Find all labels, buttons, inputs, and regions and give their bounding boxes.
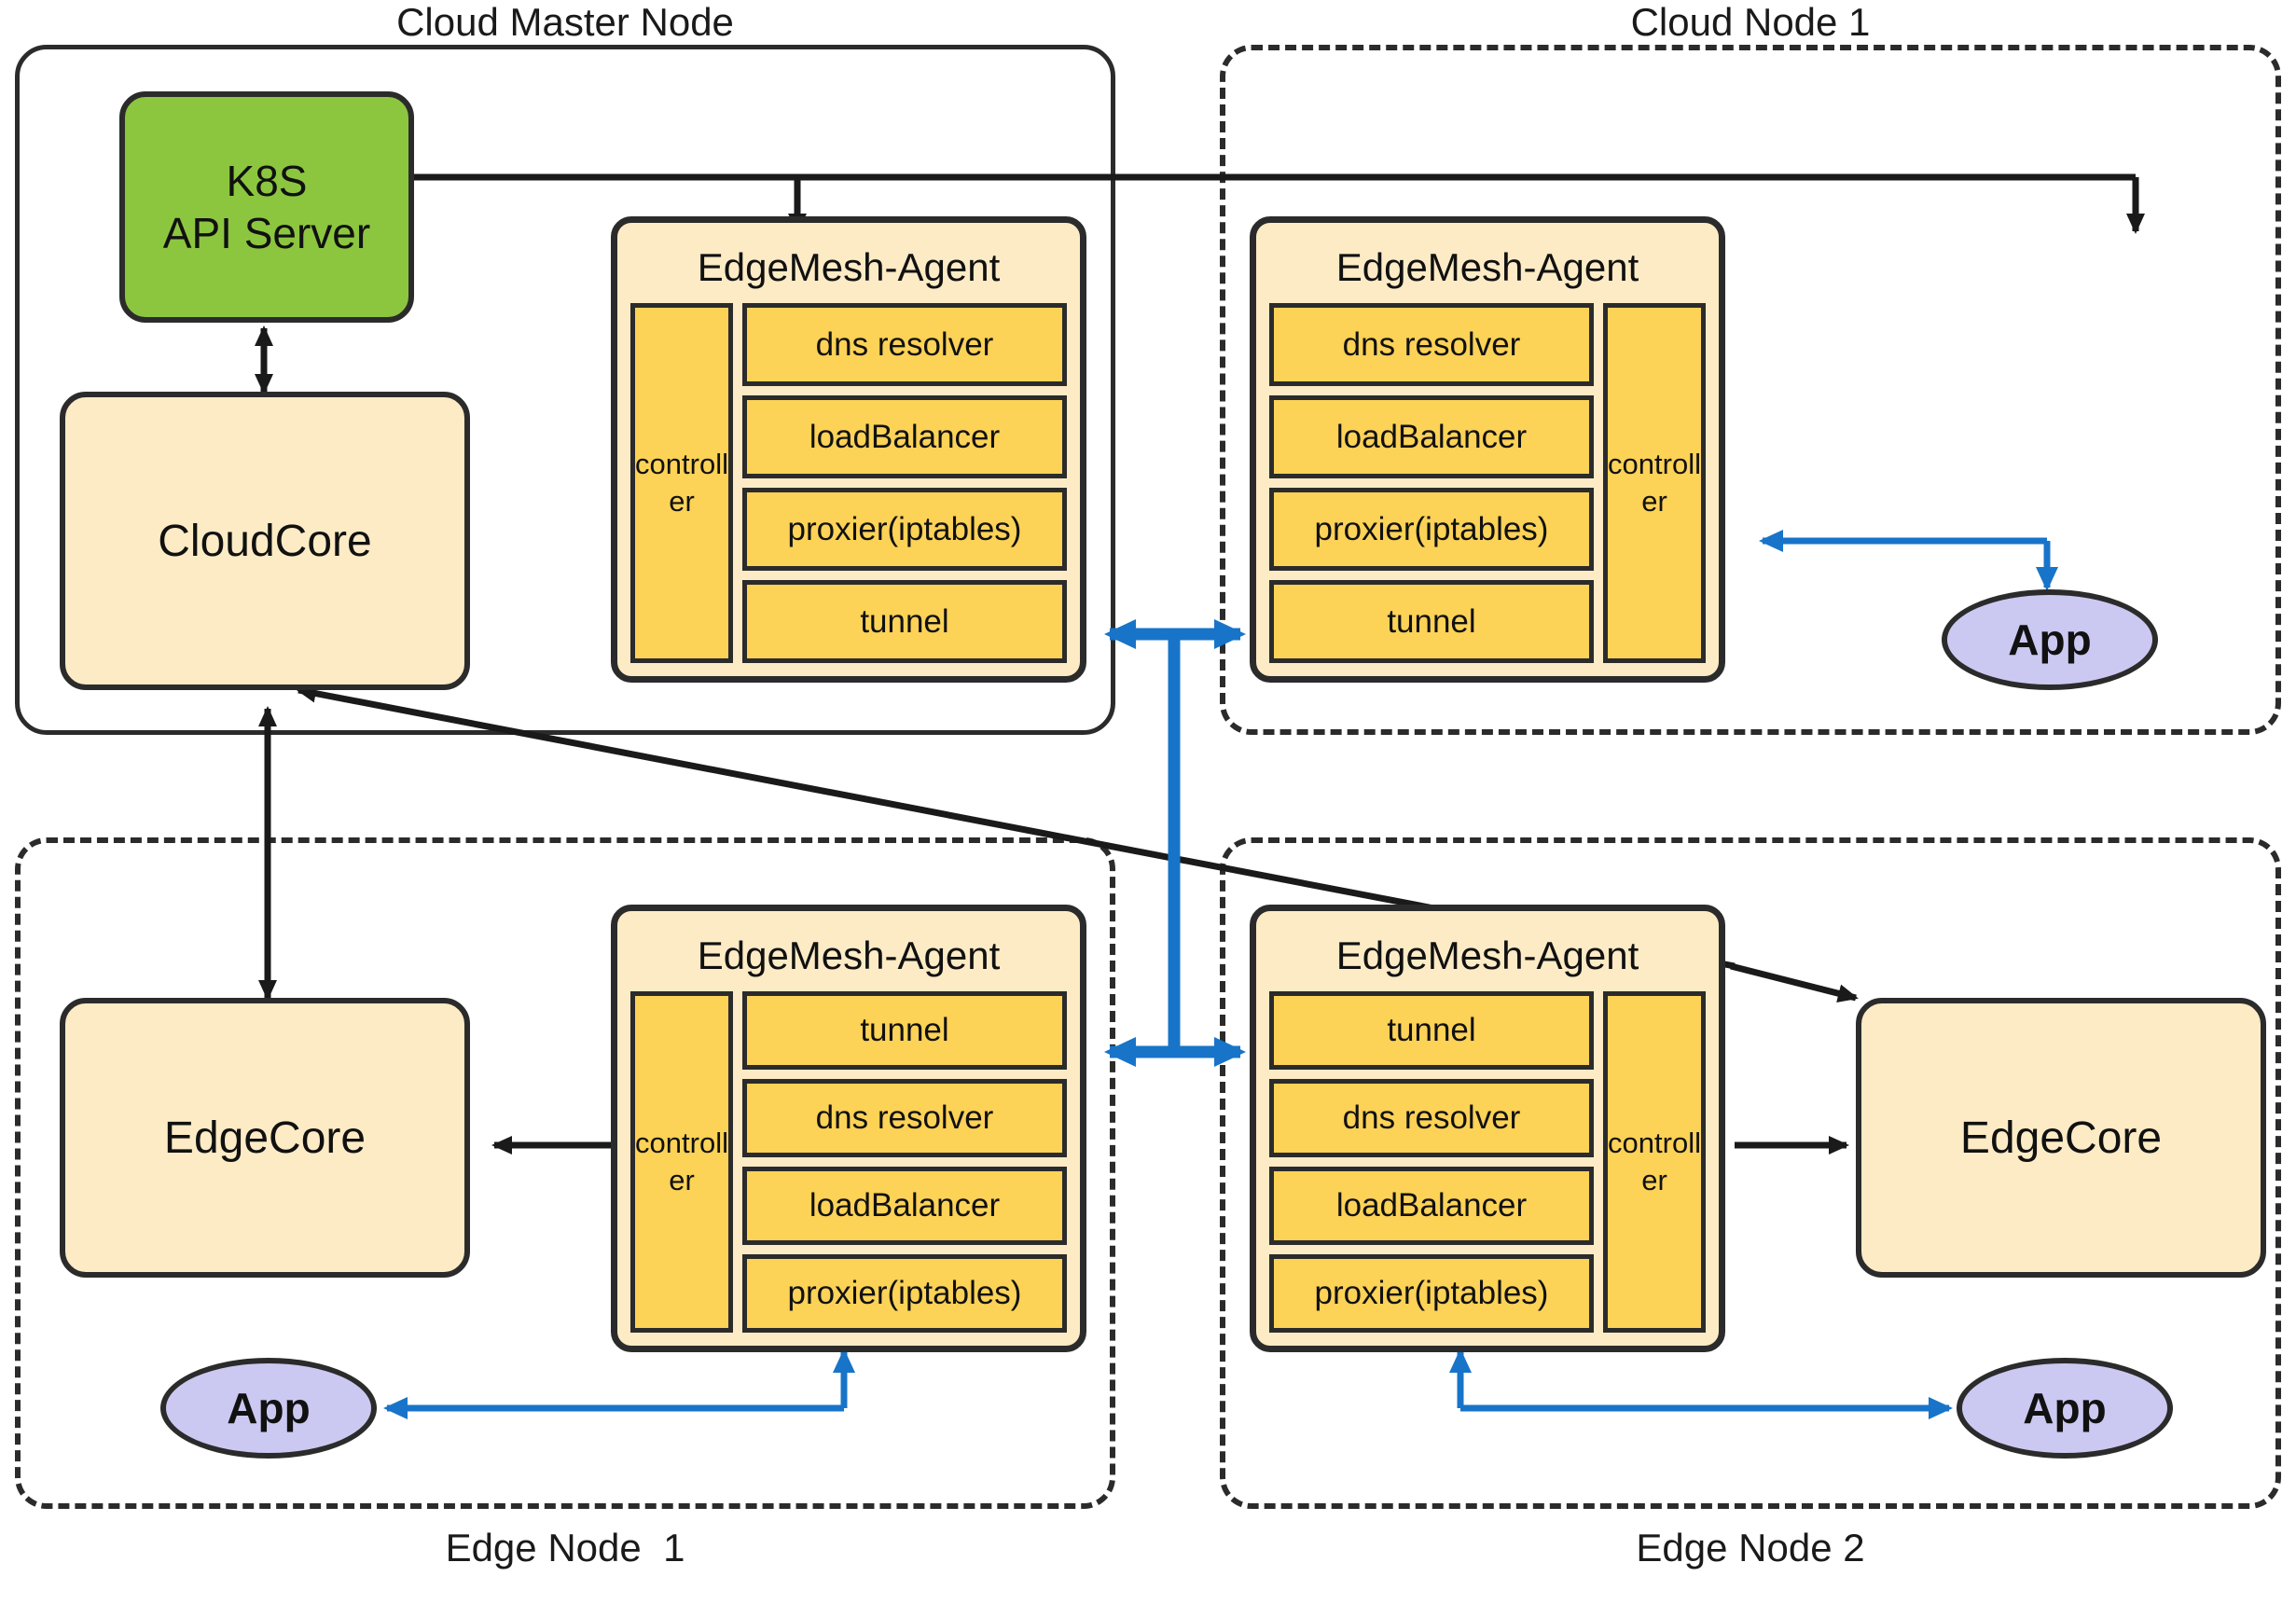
module-dns-resolver[interactable]: dns resolver bbox=[1269, 303, 1594, 386]
app-label: App bbox=[2008, 615, 2092, 664]
agent-title: EdgeMesh-Agent bbox=[697, 933, 1001, 977]
controller-block[interactable]: controller bbox=[630, 303, 733, 663]
agent-cloud-master[interactable]: EdgeMesh-Agent controller dns resolver l… bbox=[611, 216, 1086, 683]
group-frame-cloud-node-1 bbox=[1220, 45, 2281, 735]
module-dns-resolver[interactable]: dns resolver bbox=[742, 1079, 1067, 1157]
edge-app-edge2-agent bbox=[1449, 1348, 1953, 1419]
module-loadbalancer[interactable]: loadBalancer bbox=[742, 395, 1067, 478]
module-proxier-iptables[interactable]: proxier(iptables) bbox=[742, 1254, 1067, 1333]
app-label: App bbox=[227, 1384, 311, 1432]
module-proxier-iptables[interactable]: proxier(iptables) bbox=[1269, 488, 1594, 571]
group-title-edge-node-1: Edge Node 1 bbox=[445, 1526, 685, 1569]
agent-edge-node-2[interactable]: EdgeMesh-Agent controller tunnel dns res… bbox=[1250, 905, 1725, 1352]
agent-title: EdgeMesh-Agent bbox=[697, 245, 1001, 289]
module-dns-resolver[interactable]: dns resolver bbox=[742, 303, 1067, 386]
agent-title: EdgeMesh-Agent bbox=[1335, 933, 1639, 977]
module-proxier-iptables[interactable]: proxier(iptables) bbox=[1269, 1254, 1594, 1333]
module-loadbalancer[interactable]: loadBalancer bbox=[1269, 395, 1594, 478]
group-frame-edge-node-1 bbox=[15, 837, 1115, 1509]
module-tunnel[interactable]: tunnel bbox=[1269, 991, 1594, 1070]
module-tunnel[interactable]: tunnel bbox=[1269, 580, 1594, 663]
cloudcore-node[interactable]: CloudCore bbox=[60, 392, 470, 690]
edgecore-node-2[interactable]: EdgeCore bbox=[1856, 998, 2266, 1278]
edgecore-2-label: EdgeCore bbox=[1959, 1113, 2163, 1163]
app-label: App bbox=[2023, 1384, 2107, 1432]
edge-k8s-watch-lines bbox=[277, 168, 2145, 234]
agent-edge-node-1[interactable]: EdgeMesh-Agent controller tunnel dns res… bbox=[611, 905, 1086, 1352]
controller-block[interactable]: controller bbox=[630, 991, 733, 1333]
group-title-cloud-node-1: Cloud Node 1 bbox=[1630, 0, 1871, 44]
module-tunnel[interactable]: tunnel bbox=[742, 991, 1067, 1070]
module-proxier-iptables[interactable]: proxier(iptables) bbox=[742, 488, 1067, 571]
edgecore-1-label: EdgeCore bbox=[163, 1113, 367, 1163]
module-loadbalancer[interactable]: loadBalancer bbox=[1269, 1167, 1594, 1245]
cloudcore-label: CloudCore bbox=[158, 516, 372, 566]
app-node-cloud-1[interactable]: App bbox=[1942, 589, 2158, 690]
edge-tunnel-mesh bbox=[1104, 619, 1246, 1067]
group-title-cloud-master-node: Cloud Master Node bbox=[396, 0, 734, 44]
controller-block[interactable]: controller bbox=[1603, 991, 1706, 1333]
group-frame-cloud-master-node bbox=[15, 45, 1115, 735]
group-title-edge-node-2: Edge Node 2 bbox=[1636, 1526, 1865, 1569]
k8s-api-server-line1: K8S bbox=[226, 156, 308, 205]
edge-app-cloud1 bbox=[1759, 530, 2058, 591]
k8s-api-server-line2: API Server bbox=[162, 209, 371, 257]
app-node-edge-1[interactable]: App bbox=[160, 1358, 377, 1459]
module-dns-resolver[interactable]: dns resolver bbox=[1269, 1079, 1594, 1157]
edgecore-node-1[interactable]: EdgeCore bbox=[60, 998, 470, 1278]
module-tunnel[interactable]: tunnel bbox=[742, 580, 1067, 663]
controller-block[interactable]: controller bbox=[1603, 303, 1706, 663]
app-node-edge-2[interactable]: App bbox=[1957, 1358, 2173, 1459]
module-loadbalancer[interactable]: loadBalancer bbox=[742, 1167, 1067, 1245]
group-frame-edge-node-2 bbox=[1220, 837, 2281, 1509]
agent-title: EdgeMesh-Agent bbox=[1335, 245, 1639, 289]
k8s-api-server-node[interactable]: K8S API Server bbox=[119, 91, 414, 323]
agent-cloud-node-1[interactable]: EdgeMesh-Agent controller dns resolver l… bbox=[1250, 216, 1725, 683]
edge-agent-edge1-app bbox=[383, 1348, 855, 1419]
